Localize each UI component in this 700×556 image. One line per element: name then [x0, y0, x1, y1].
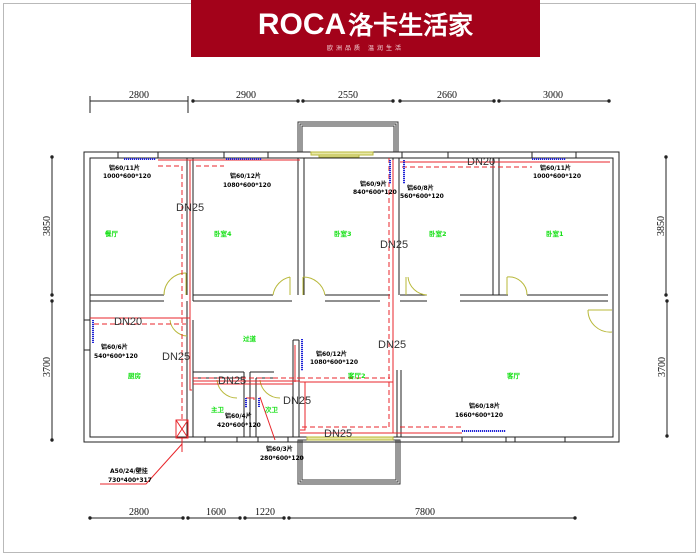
boiler-size: 730*400*317 — [108, 477, 152, 484]
radiator-spec: 铝60/11片 — [540, 164, 571, 172]
room-label-living: 客厅 — [506, 371, 521, 380]
radiator-size: 1000*600*120 — [103, 173, 151, 180]
balcony-top — [297, 121, 399, 153]
room-label-kitchen: 厨房 — [128, 371, 142, 380]
dim-left-1: 3850 — [42, 216, 53, 236]
radiator-size: 1080*600*120 — [310, 359, 358, 366]
dim-right-1: 3850 — [656, 216, 667, 236]
radiator-labels: 铝60/11片 1000*600*120 铝60/12片 1080*600*12… — [94, 164, 581, 462]
radiator-size: 840*600*120 — [353, 189, 397, 196]
interior-walls — [90, 158, 608, 437]
room-label-bedroom1: 卧室1 — [546, 229, 564, 238]
dim-top-2: 2900 — [236, 90, 256, 101]
pipe-label: DN25 — [176, 202, 204, 214]
pipe-label: DN25 — [378, 339, 406, 351]
dim-bottom-4: 7800 — [415, 507, 435, 518]
pipe-label: DN25 — [324, 428, 352, 440]
dimension-top — [89, 96, 611, 113]
brand-banner: ROCA洛卡生活家 欧洲品质 温润生活 — [191, 0, 540, 57]
dimension-bottom — [88, 516, 577, 520]
radiator-spec: 铝60/11片 — [109, 164, 140, 172]
radiator-spec: 铝60/3片 — [266, 445, 293, 453]
radiator-spec: 铝60/6片 — [101, 343, 128, 351]
pipe-label: DN20 — [467, 156, 495, 168]
dim-top-4: 2660 — [437, 90, 457, 101]
room-label-bedroom4: 卧室4 — [214, 229, 232, 238]
room-label-master-bath: 主卫 — [211, 405, 225, 414]
radiators — [92, 158, 566, 432]
radiator-size: 560*600*120 — [400, 193, 444, 200]
doors — [163, 151, 613, 441]
pipe-label: DN25 — [162, 351, 190, 363]
brand-slogan: 欧洲品质 温润生活 — [327, 44, 404, 52]
dim-top-5: 3000 — [543, 90, 563, 101]
brand-logo: ROCA洛卡生活家 — [257, 7, 474, 41]
dim-bottom-3: 1220 — [255, 507, 275, 518]
radiator-size: 420*600*120 — [217, 422, 261, 429]
room-label-living2: 客厅2 — [347, 371, 366, 380]
room-label-bedroom3: 卧室3 — [334, 229, 352, 238]
dim-top-3: 2550 — [338, 90, 358, 101]
exterior-walls — [83, 151, 620, 443]
dim-bottom-1: 2800 — [129, 507, 149, 518]
radiator-spec: 铝60/18片 — [469, 402, 500, 410]
radiator-spec: 铝60/9片 — [360, 180, 387, 188]
dim-right-2: 3700 — [657, 357, 668, 377]
radiator-size: 280*600*120 — [260, 455, 304, 462]
dim-top-1: 2800 — [129, 90, 149, 101]
radiator-size: 1000*600*120 — [533, 173, 581, 180]
room-label-corridor: 过道 — [243, 334, 257, 343]
radiator-spec: 铝60/12片 — [316, 350, 347, 358]
radiator-size: 540*600*120 — [94, 353, 138, 360]
pipe-label: DN25 — [380, 239, 408, 251]
dim-left-2: 3700 — [42, 357, 53, 377]
pipe-label: DN25 — [218, 375, 246, 387]
radiator-spec: 铝60/12片 — [230, 172, 261, 180]
pipe-label: DN20 — [114, 316, 142, 328]
heating-pipes — [90, 158, 610, 485]
room-label-guest-bath: 次卫 — [265, 405, 279, 414]
dimension-sides — [50, 155, 669, 442]
room-label-dining: 餐厅 — [104, 229, 119, 238]
radiator-size: 1080*600*120 — [223, 182, 271, 189]
radiator-spec: 铝60/4片 — [225, 412, 252, 420]
brand-cn: 洛卡生活家 — [348, 11, 474, 40]
balcony-bottom — [297, 439, 401, 485]
room-label-bedroom2: 卧室2 — [429, 229, 447, 238]
windows — [83, 151, 577, 443]
boiler-model: A50/24/壁挂 — [110, 467, 148, 475]
brand-latin: ROCA — [257, 7, 347, 41]
dim-bottom-2: 1600 — [206, 507, 226, 518]
pipe-label: DN25 — [283, 395, 311, 407]
radiator-size: 1660*600*120 — [455, 412, 503, 419]
radiator-spec: 铝60/8片 — [407, 184, 434, 192]
